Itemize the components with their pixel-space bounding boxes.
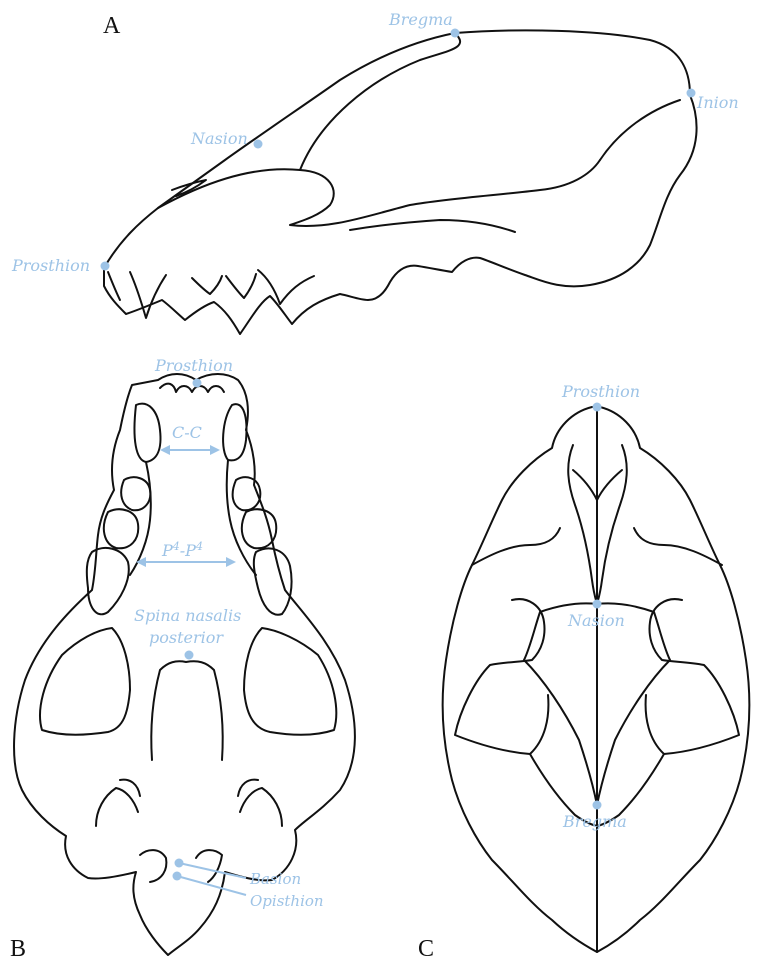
dorsal-right-zygomatic xyxy=(634,528,722,565)
lateral-braincase-ridge xyxy=(600,100,680,160)
ventral-choana xyxy=(151,661,222,760)
ventral-left-canine xyxy=(134,404,160,462)
label-spina-line1: Spina nasalis xyxy=(134,606,241,625)
label-basion: Basion xyxy=(249,870,301,888)
label-bregma: Bregma xyxy=(388,10,453,29)
ventral-right-premolar-2 xyxy=(242,509,276,548)
label-spina-line2: posterior xyxy=(149,628,224,647)
label-opisthion: Opisthion xyxy=(250,892,324,910)
landmark-bregma xyxy=(451,29,460,38)
label-prosthion-ventral: Prosthion xyxy=(154,356,233,375)
dorsal-left-orbit xyxy=(455,599,548,754)
label-nasion: Nasion xyxy=(190,129,248,148)
label-cc: C-C xyxy=(172,423,202,442)
dorsal-nasal-right xyxy=(597,445,627,604)
lateral-premolar-1 xyxy=(192,276,222,294)
landmark-prosthion-dorsal xyxy=(593,403,602,412)
ventral-left-bulla xyxy=(96,788,138,826)
landmark-prosthion-ventral xyxy=(193,379,202,388)
label-p4-first: P xyxy=(161,541,173,560)
cc-arrowhead-right xyxy=(210,445,220,455)
panel-label-a: A xyxy=(103,13,121,39)
ventral-right-carnassial xyxy=(254,548,292,614)
p4p4-arrowhead-left xyxy=(136,557,146,567)
panel-label-c: C xyxy=(418,936,434,958)
ventral-left-premolar-2 xyxy=(104,509,138,548)
landmark-nasion-dorsal xyxy=(593,600,602,609)
ventral-left-bulla-inner xyxy=(120,780,140,796)
basion-leader xyxy=(179,863,246,878)
label-p4p4: P4-P4 xyxy=(161,540,203,560)
ventral-view: B xyxy=(10,356,355,958)
ventral-left-premolar-1 xyxy=(121,477,150,510)
ventral-skull-outline xyxy=(14,374,355,955)
landmark-basion xyxy=(175,859,184,868)
ventral-left-condyle xyxy=(140,850,166,882)
label-p4-second: P xyxy=(184,541,196,560)
dorsal-nasal-left xyxy=(568,445,597,604)
landmark-nasion xyxy=(254,140,263,149)
lateral-orbit-arch xyxy=(158,160,600,226)
label-inion: Inion xyxy=(696,93,739,112)
lateral-zygomatic xyxy=(350,220,515,232)
label-p4-sup-second: 4 xyxy=(195,540,203,553)
cc-arrowhead-left xyxy=(160,445,170,455)
ventral-right-condyle xyxy=(196,850,222,882)
landmark-opisthion xyxy=(173,872,182,881)
measurement-cc xyxy=(160,445,220,455)
ventral-right-bulla xyxy=(240,788,282,826)
label-nasion-dorsal: Nasion xyxy=(567,611,625,630)
landmark-bregma-dorsal xyxy=(593,801,602,810)
lateral-view: A Bregma Inion Nasion Prosthion xyxy=(11,10,739,334)
label-prosthion: Prosthion xyxy=(11,256,90,275)
ventral-right-fossa xyxy=(244,628,336,735)
lateral-temporal-fossa xyxy=(300,33,460,170)
ventral-right-canine xyxy=(223,404,246,460)
lateral-premolar-2 xyxy=(226,274,256,298)
p4p4-arrowhead-right xyxy=(226,557,236,567)
ventral-right-premolar-1 xyxy=(233,477,261,510)
label-bregma-dorsal: Bregma xyxy=(562,812,627,831)
panel-label-b: B xyxy=(10,936,26,958)
dorsal-right-orbit xyxy=(646,599,739,754)
ventral-incisors xyxy=(160,384,224,392)
label-p4-sup-first: 4 xyxy=(172,540,180,553)
landmark-prosthion xyxy=(101,262,110,271)
landmark-inion xyxy=(687,89,696,98)
ventral-right-bulla-inner xyxy=(238,780,258,796)
label-prosthion-dorsal: Prosthion xyxy=(561,382,640,401)
dorsal-view: C Prosthion Nasion Bregma xyxy=(418,382,749,958)
dorsal-left-zygomatic xyxy=(472,528,560,565)
ventral-left-fossa xyxy=(40,628,130,735)
landmark-spina-nasalis xyxy=(185,651,194,660)
